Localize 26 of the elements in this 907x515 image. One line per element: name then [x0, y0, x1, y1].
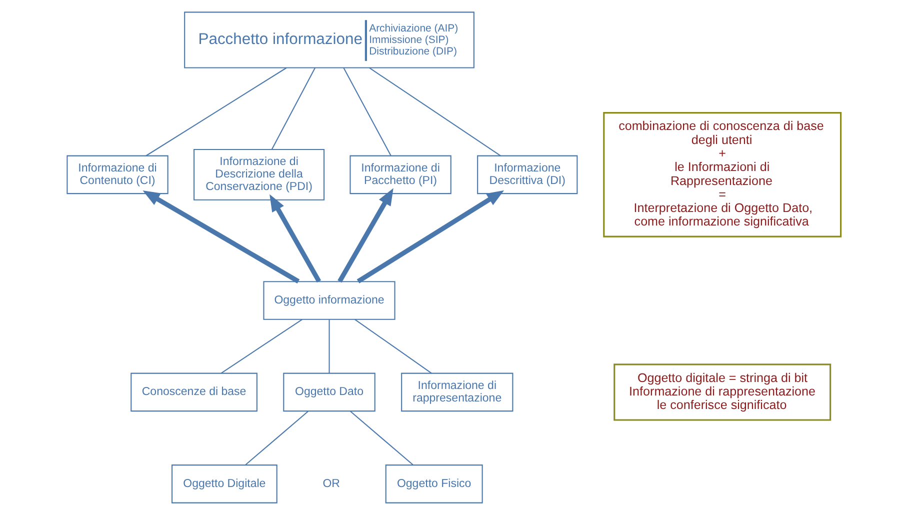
- connector: [342, 68, 391, 156]
- connector: [145, 67, 286, 156]
- connector: [244, 410, 308, 466]
- arrow: [337, 188, 393, 283]
- connector: [328, 320, 330, 374]
- node-box: Conoscenze di base: [130, 372, 257, 412]
- connector: [220, 319, 302, 374]
- node-box: Oggetto digitale = stringa di bit Informazione di rappresentazione le conferisce significato: [613, 364, 831, 421]
- node-box: Oggetto informazione: [262, 281, 395, 320]
- connector: [350, 410, 413, 466]
- node-box: Oggetto Fisico: [384, 464, 482, 504]
- connector: [368, 67, 500, 156]
- node-box: combinazione di conoscenza di base degli utenti + le Informazioni di Rappresentazione = Interpretazione di Oggetto Dato, come informazione significativa: [602, 112, 842, 238]
- node-box: Informazione di Contenuto (CI): [66, 155, 168, 194]
- arrow: [142, 190, 300, 284]
- connector: [354, 319, 432, 374]
- arrow: [356, 190, 504, 284]
- node-box: Oggetto Digitale: [171, 464, 277, 504]
- node-box: Informazione Descrittiva (DI): [476, 155, 578, 194]
- node-box: Informazione di Pacchetto (PI): [349, 155, 451, 194]
- node-box: Oggetto Dato: [282, 372, 375, 412]
- connector: [270, 68, 315, 150]
- node-box: Informazione di Descrizione della Conservazione (PDI): [193, 149, 324, 200]
- node-box: Informazione di rappresentazione: [400, 372, 513, 412]
- arrow: [269, 194, 321, 283]
- label: OR: [322, 478, 340, 490]
